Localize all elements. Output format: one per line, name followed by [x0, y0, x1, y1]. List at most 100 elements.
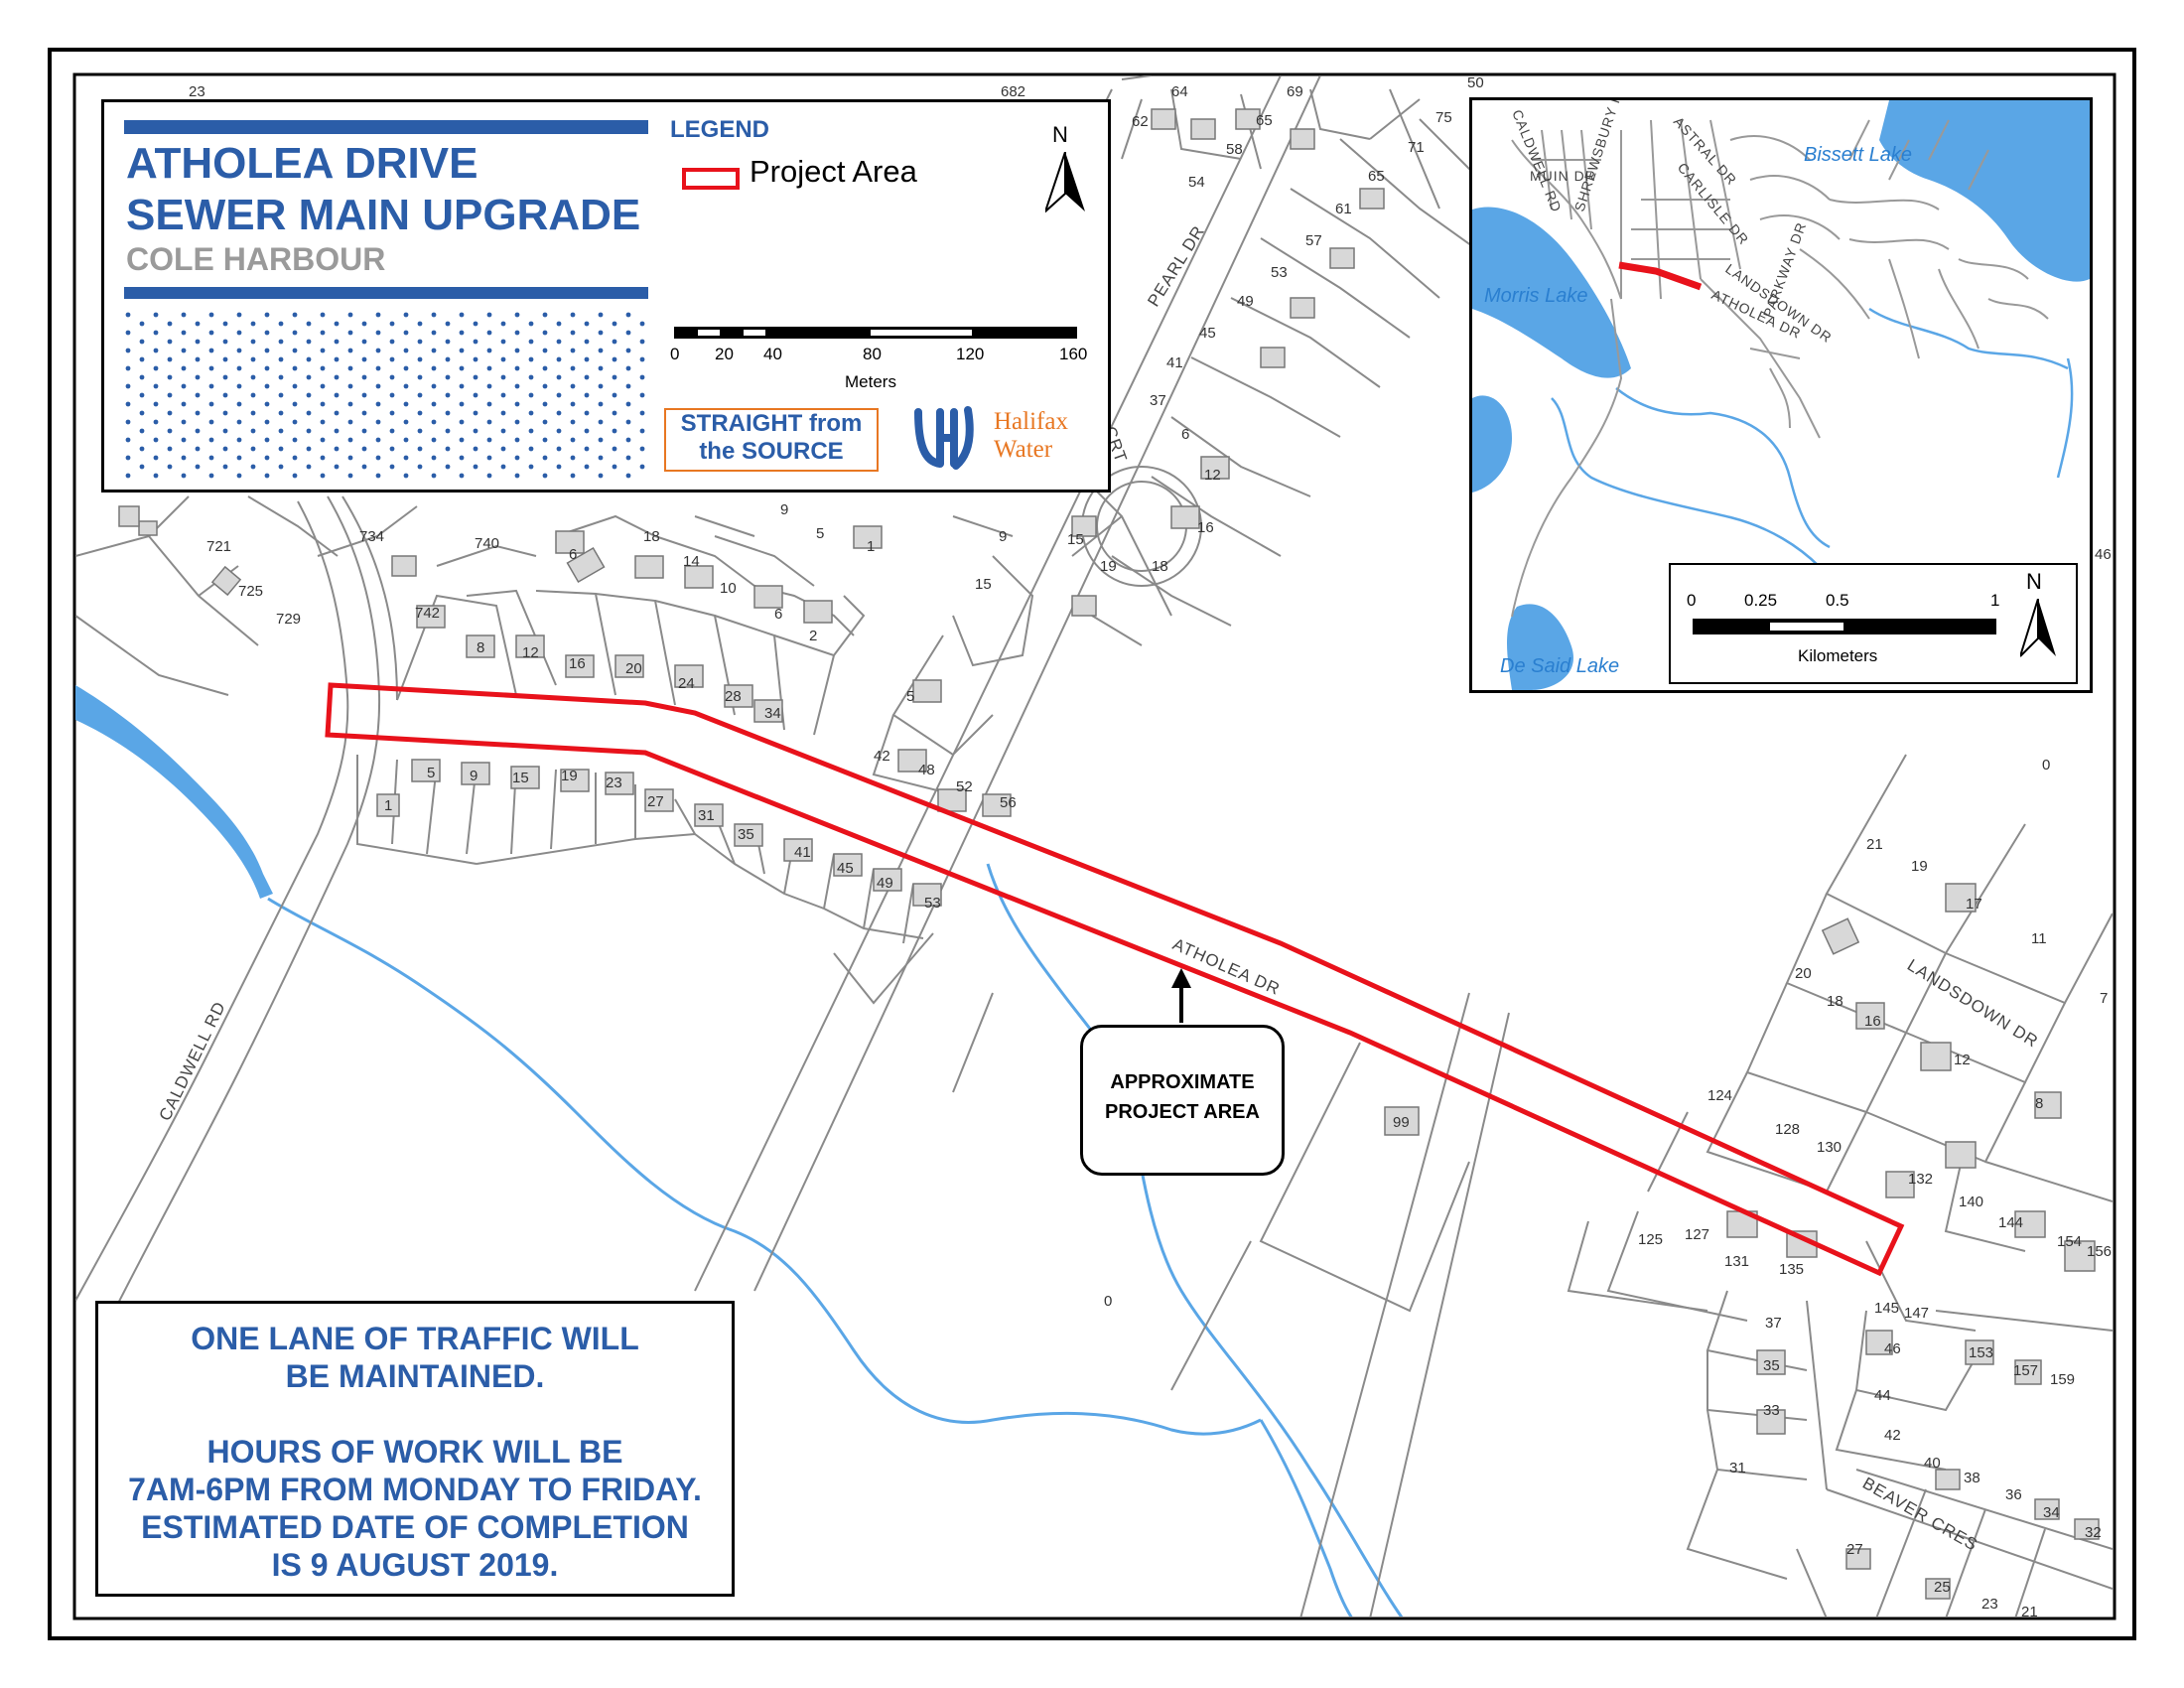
lot-number: 14 [683, 553, 700, 570]
slogan-line-1: STRAIGHT from [680, 410, 863, 437]
inset-lake-de-said: De Said Lake [1500, 655, 1619, 677]
lot-number: 156 [2087, 1243, 2112, 1260]
lot-number: 57 [1305, 232, 1322, 249]
inset-scale-bar [1693, 619, 1996, 634]
org-line-1: Halifax [994, 408, 1068, 435]
lot-number: 49 [877, 875, 893, 892]
lot-number: 18 [1827, 993, 1843, 1010]
lot-number: 145 [1874, 1300, 1899, 1317]
inset-map-panel: CALDWELL RD SHREWSBURY RD ASTRAL DR MUIN… [1469, 97, 2093, 693]
title-line-2: SEWER MAIN UPGRADE [126, 191, 641, 239]
lot-number: 37 [1150, 392, 1166, 409]
scale-tick-20: 20 [715, 345, 734, 363]
lot-number: 40 [1924, 1455, 1941, 1472]
notice-line-2: BE MAINTAINED. [285, 1358, 545, 1394]
scale-tick-160: 160 [1059, 345, 1088, 363]
dot-pattern [124, 311, 650, 480]
lot-number: 42 [874, 748, 890, 765]
de-said-lake [1507, 604, 1573, 690]
lot-number: 54 [1188, 174, 1205, 191]
legend-label-project-area: Project Area [750, 154, 917, 189]
lot-number: 23 [606, 774, 622, 791]
lot-number: 5 [427, 765, 435, 781]
lot-number: 28 [725, 688, 742, 705]
lot-number: 11 [2031, 930, 2047, 947]
lot-number: 740 [475, 535, 499, 552]
lot-number: 27 [1846, 1541, 1863, 1558]
lot-number: 34 [2043, 1504, 2060, 1521]
legend-heading: LEGEND [670, 116, 770, 143]
lot-number: 41 [794, 844, 811, 861]
lot-number: 12 [1204, 467, 1221, 484]
lot-number: 16 [1864, 1013, 1881, 1030]
lot-number: 135 [1779, 1261, 1804, 1278]
small-lake-west [1472, 395, 1512, 492]
lot-number: 9 [470, 768, 478, 784]
parcel-lines [75, 75, 2113, 1617]
notice-line-6: IS 9 AUGUST 2019. [271, 1547, 559, 1583]
lot-number: 128 [1775, 1121, 1800, 1138]
lot-number: 144 [1998, 1214, 2023, 1231]
inset-road-muin: MUIN DR [1530, 168, 1596, 184]
lot-number: 52 [956, 778, 973, 795]
inset-scale-tick-0: 0 [1687, 591, 1697, 610]
lot-number: 729 [276, 611, 301, 628]
inset-scale-tick-025: 0.25 [1744, 591, 1778, 610]
lot-number: 725 [238, 583, 263, 600]
callout-line-1: APPROXIMATE [1110, 1071, 1255, 1093]
lot-number: 64 [1171, 83, 1188, 100]
notice-line-1: ONE LANE OF TRAFFIC WILL [191, 1321, 639, 1356]
lot-number: 8 [2035, 1095, 2043, 1112]
lot-number: 41 [1166, 354, 1183, 371]
lot-number: 12 [522, 644, 539, 661]
lot-number: 50 [1467, 74, 1484, 91]
title-line-1: ATHOLEA DRIVE [126, 139, 478, 188]
scale-tick-40: 40 [763, 345, 782, 363]
slogan-line-2: the SOURCE [699, 438, 844, 465]
location-subtitle: COLE HARBOUR [126, 241, 386, 277]
lot-number: 27 [647, 793, 664, 810]
lot-number: 46 [2095, 546, 2112, 563]
inner-frame [72, 72, 2116, 1620]
lot-number: 20 [1795, 965, 1812, 982]
lot-number: 49 [1237, 293, 1254, 310]
lot-number: 15 [975, 576, 992, 593]
lot-number: 682 [1001, 83, 1025, 100]
inset-road-caldwell: CALDWELL RD [1509, 107, 1565, 214]
road-label-landsdown: LANDSDOWN DR [1904, 955, 2042, 1052]
lot-number: 6 [569, 546, 577, 563]
lot-number: 132 [1908, 1171, 1933, 1188]
lot-number: 46 [1884, 1340, 1901, 1357]
inset-streams [1551, 307, 2074, 568]
halifax-water-logo-icon [914, 406, 974, 470]
lot-number: 124 [1707, 1087, 1732, 1104]
lot-number: 131 [1724, 1253, 1749, 1270]
lot-number: 37 [1765, 1315, 1782, 1332]
lot-number: 19 [561, 768, 578, 784]
title-rule-bottom [124, 287, 648, 299]
lot-number: 18 [643, 528, 660, 545]
scale-units-meters: Meters [845, 372, 896, 391]
morris-lake [1472, 207, 1631, 378]
lot-number: 1 [384, 797, 392, 814]
lot-number: 44 [1874, 1387, 1891, 1404]
notice-line-4: 7AM-6PM FROM MONDAY TO FRIDAY. [128, 1472, 702, 1507]
inset-scale-tick-05: 0.5 [1826, 591, 1849, 610]
inset-north-arrow-icon [2020, 599, 2056, 657]
approximate-project-area-callout: APPROXIMATE PROJECT AREA [1080, 1025, 1285, 1176]
lot-number: 65 [1256, 112, 1273, 129]
inset-project-area [1618, 261, 1703, 291]
lot-number: 17 [1966, 896, 1982, 913]
outer-frame [48, 48, 2136, 1640]
project-area[interactable] [325, 682, 1905, 1277]
lot-number: 10 [720, 580, 737, 597]
lot-number: 15 [1067, 531, 1084, 548]
lot-number: 16 [569, 655, 586, 672]
lot-number: 7 [2100, 990, 2108, 1007]
lot-number: 734 [359, 528, 384, 545]
inset-road-carlisle: CARLISLE DR [1675, 160, 1752, 248]
inset-lake-morris: Morris Lake [1484, 285, 1587, 307]
lot-number: 18 [1152, 558, 1168, 575]
lot-number: 9 [999, 528, 1007, 545]
